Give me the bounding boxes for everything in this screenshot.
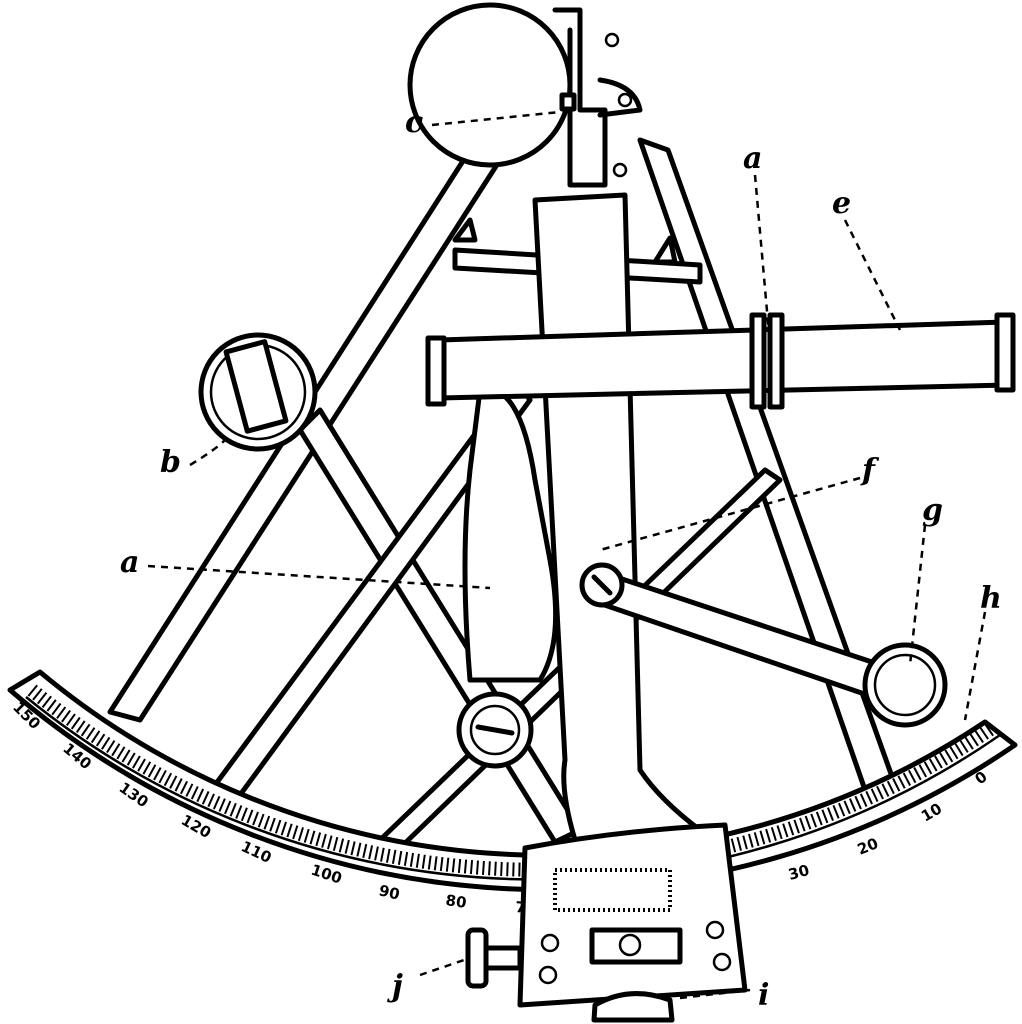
index-mirror: [407, 2, 643, 188]
vernier-box: [465, 822, 748, 1023]
leader-lines: [147, 110, 987, 1000]
index-arm: [532, 192, 703, 843]
label-j: j: [387, 969, 403, 1004]
triangle-right: [652, 235, 678, 265]
scale-10: 10: [918, 799, 945, 825]
label-b: b: [160, 445, 181, 480]
scale-20: 20: [855, 834, 881, 859]
label-c: c: [405, 105, 423, 140]
label-a-left: a: [120, 545, 139, 580]
scale-30: 30: [786, 861, 811, 884]
label-h: h: [980, 581, 1002, 616]
shade-glass: [462, 386, 559, 683]
scale-80: 80: [444, 891, 467, 912]
eyepiece-ring-g: [862, 642, 948, 728]
scale-90: 90: [377, 881, 401, 903]
label-f: f: [860, 453, 880, 488]
label-e: e: [832, 186, 851, 221]
label-g: g: [922, 493, 943, 528]
horizon-glass: [198, 332, 318, 452]
scale-0: 0: [971, 768, 990, 789]
graduated-arc: [7, 669, 1018, 893]
label-i: i: [758, 978, 769, 1013]
triangle-left: [452, 217, 478, 243]
label-a-top: a: [743, 141, 762, 176]
telescope: [425, 312, 1016, 410]
scale-70: 7: [515, 898, 527, 917]
